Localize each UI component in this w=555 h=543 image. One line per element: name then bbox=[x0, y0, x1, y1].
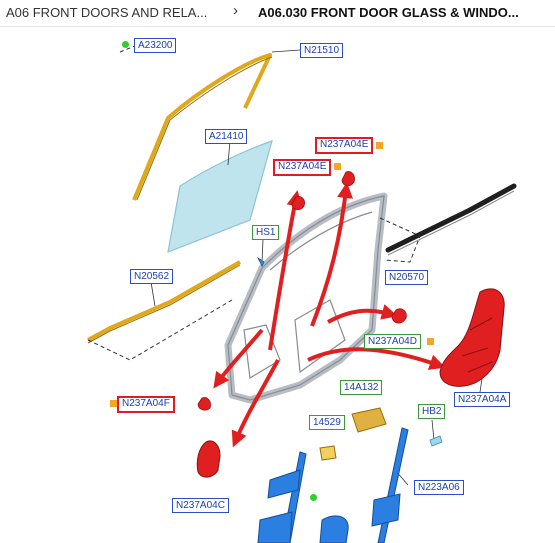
orange-square-icon bbox=[334, 163, 341, 170]
outer-weatherstrip-part bbox=[385, 183, 517, 253]
speaker-cover-part bbox=[196, 440, 221, 478]
run-channel-part bbox=[132, 53, 272, 201]
orange-square-icon bbox=[376, 142, 383, 149]
callout-n237a04a[interactable]: N237A04A bbox=[454, 392, 511, 407]
breadcrumb: A06 FRONT DOORS AND RELA... › A06.030 FR… bbox=[0, 0, 555, 27]
callout-n223a06[interactable]: N223A06 bbox=[414, 480, 464, 495]
callout-hs1[interactable]: HS1 bbox=[252, 225, 280, 240]
callout-n237a04c[interactable]: N237A04C bbox=[172, 498, 229, 513]
callout-n237a04e-lower[interactable]: N237A04E bbox=[273, 159, 332, 176]
callout-hb2[interactable]: HB2 bbox=[418, 404, 446, 419]
callout-n237a04e-upper[interactable]: N237A04E bbox=[315, 137, 374, 154]
orange-square-icon bbox=[110, 400, 117, 407]
window-regulator-part bbox=[257, 427, 409, 543]
orange-square-icon bbox=[427, 338, 434, 345]
door-exploded-diagram bbox=[87, 39, 517, 543]
callout-a21410[interactable]: A21410 bbox=[205, 129, 248, 144]
breadcrumb-parent[interactable]: A06 FRONT DOORS AND RELA... bbox=[6, 5, 208, 20]
green-dot-icon bbox=[122, 41, 129, 48]
module-part bbox=[351, 407, 387, 433]
callout-n21510[interactable]: N21510 bbox=[300, 43, 344, 58]
breadcrumb-current: A06.030 FRONT DOOR GLASS & WINDO... bbox=[258, 5, 519, 20]
switch-part bbox=[319, 445, 337, 461]
callout-n237a04f[interactable]: N237A04F bbox=[117, 396, 175, 413]
trim-panel-part bbox=[439, 288, 505, 387]
callout-14a132[interactable]: 14A132 bbox=[340, 380, 383, 395]
green-dot-icon bbox=[310, 494, 317, 501]
callout-14529[interactable]: 14529 bbox=[309, 415, 345, 430]
callout-a23200[interactable]: A23200 bbox=[134, 38, 177, 53]
callout-n20570[interactable]: N20570 bbox=[385, 270, 429, 285]
chevron-right-icon: › bbox=[233, 2, 238, 19]
callout-n237a04d[interactable]: N237A04D bbox=[364, 334, 421, 349]
inner-belt-moulding-part bbox=[87, 260, 241, 342]
clip-parts bbox=[197, 171, 407, 411]
callout-n20562[interactable]: N20562 bbox=[130, 269, 174, 284]
door-glass-part bbox=[167, 140, 273, 253]
